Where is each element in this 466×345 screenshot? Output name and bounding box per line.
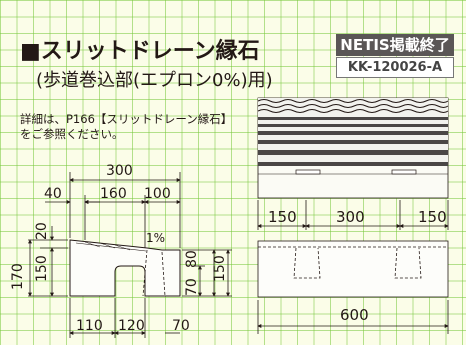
dim-height-total: 170 xyxy=(10,263,26,290)
dim-height-part-1: 20 xyxy=(34,222,50,240)
top-view xyxy=(257,97,449,199)
reference-note-line-1: 詳細は、P166【スリットドレーン縁石】 xyxy=(20,112,233,126)
reference-note-line-2: をご参照ください。 xyxy=(20,127,124,141)
front-view xyxy=(257,240,449,334)
top-view-dimensions xyxy=(257,200,449,230)
section-view xyxy=(28,172,232,338)
dim-top-part-1: 150 xyxy=(268,208,297,226)
dim-right-height-3: 150 xyxy=(212,255,228,282)
dim-bottom-part-3: 70 xyxy=(172,318,190,334)
dim-right-height-1: 70 xyxy=(184,278,200,296)
dim-width-part-3: 100 xyxy=(144,186,171,202)
front-view-block xyxy=(257,240,449,298)
slope-label: 1% xyxy=(146,231,165,245)
section-block xyxy=(69,239,181,297)
dim-height-part-2: 150 xyxy=(34,255,50,282)
dim-width-part-1: 40 xyxy=(44,186,62,202)
dim-front-length: 600 xyxy=(340,306,369,324)
page-subtitle: (歩道巻込部(エプロン0%)用) xyxy=(36,70,273,91)
dim-bottom-part-2: 120 xyxy=(118,318,145,334)
netis-status-badge: NETIS掲載終了 xyxy=(336,34,454,56)
dim-right-height-2: 80 xyxy=(184,250,200,268)
netis-code-badge: KK-120026-A xyxy=(336,57,454,78)
page-title: ■スリットドレーン縁石 xyxy=(20,39,260,64)
dim-width-part-2: 160 xyxy=(100,186,127,202)
dim-bottom-part-1: 110 xyxy=(76,318,103,334)
dim-top-part-3: 150 xyxy=(418,208,447,226)
dim-width-total: 300 xyxy=(106,163,133,179)
dim-top-part-2: 300 xyxy=(336,208,365,226)
